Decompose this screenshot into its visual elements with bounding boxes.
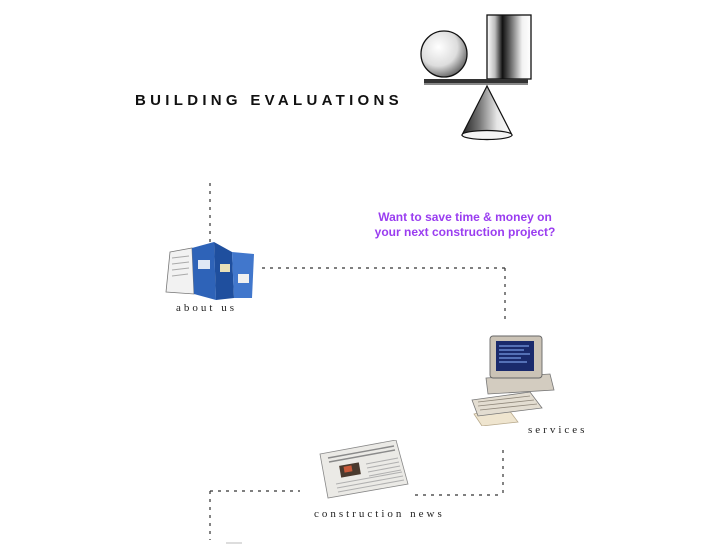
computer-icon [466,334,558,431]
nav-about-us-label: about us [176,302,237,314]
tagline-line-1: Want to save time & money on [378,210,552,224]
tagline-line-2: your next construction project? [374,225,556,239]
nav-construction-news[interactable]: construction news [312,439,460,522]
balance-shapes-icon [420,12,535,149]
brochure-icon [162,242,257,305]
tagline: Want to save time & money on your next c… [355,210,575,240]
site-title: BUILDING EVALUATIONS [135,92,403,109]
nav-about-us[interactable]: about us [162,238,262,318]
nav-services-label: services [528,424,588,436]
nav-construction-news-label: construction news [314,508,445,520]
newspaper-icon [316,439,410,505]
nav-services[interactable]: services [466,334,596,438]
